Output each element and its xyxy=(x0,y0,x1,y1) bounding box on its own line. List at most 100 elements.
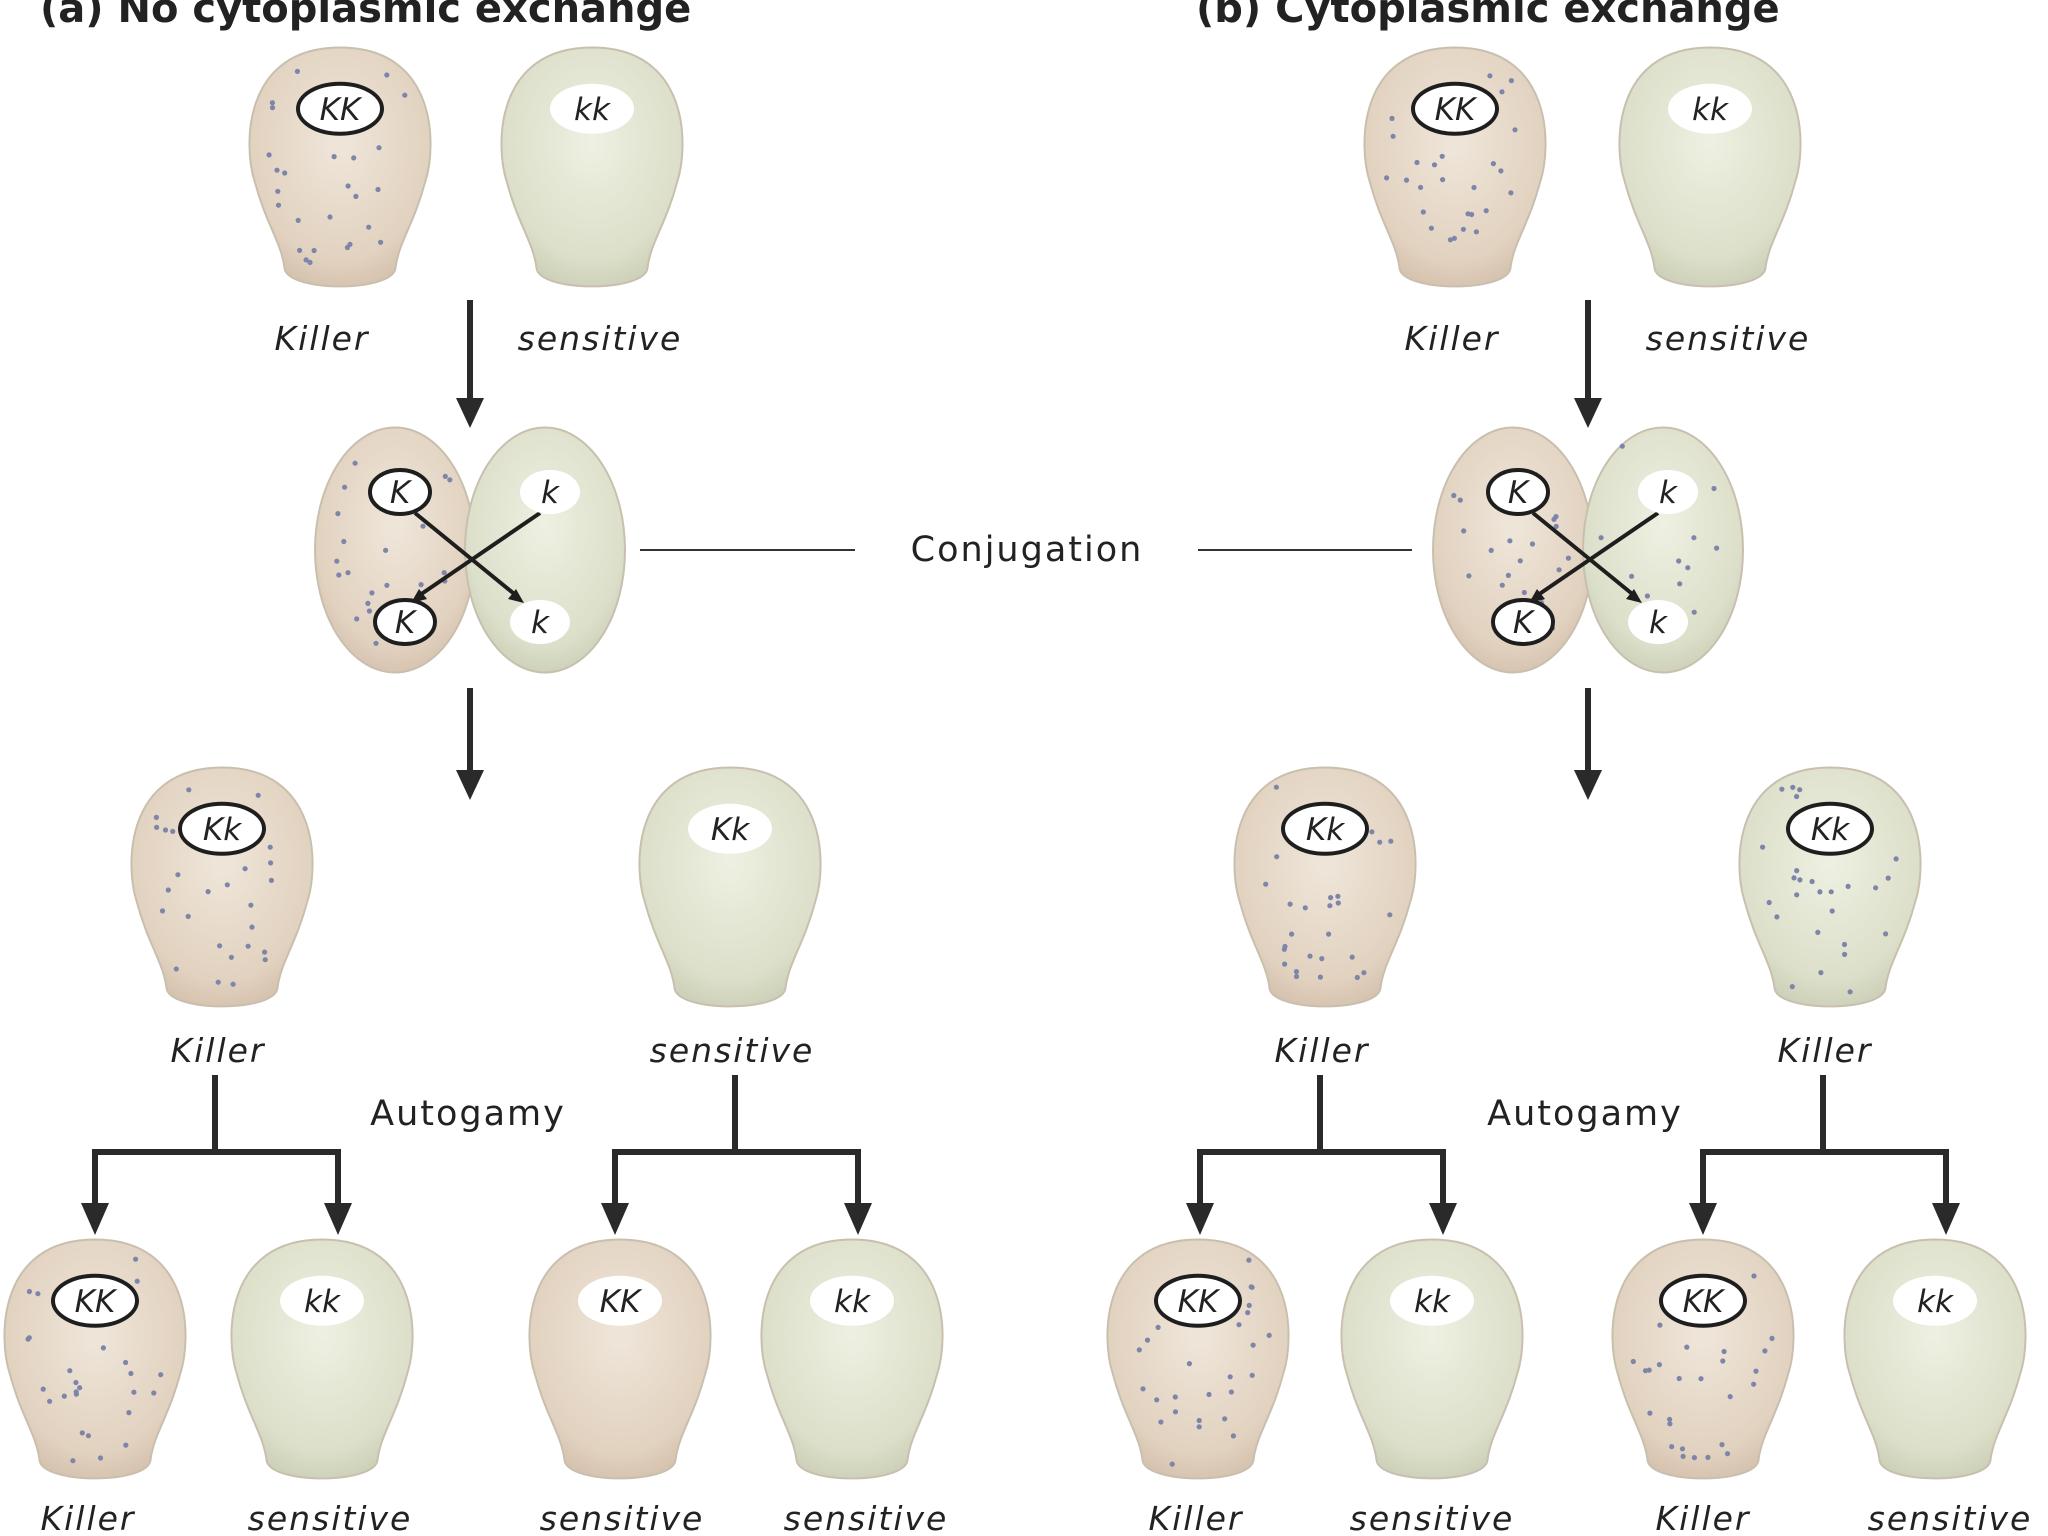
kappa-particle xyxy=(351,155,357,161)
cell-body xyxy=(1738,766,1922,1008)
kappa-particle xyxy=(1471,184,1477,191)
kappa-particle xyxy=(1461,528,1467,534)
kappa-particle xyxy=(1222,1416,1228,1422)
kappa-particle xyxy=(1282,961,1288,967)
genotype-label: kk xyxy=(1692,92,1729,128)
macronucleus xyxy=(1281,801,1369,856)
kappa-particle xyxy=(303,257,309,263)
autogamy-a3-label: sensitive xyxy=(540,1499,705,1536)
kappa-particle xyxy=(1508,190,1514,196)
kappa-particle xyxy=(153,814,159,821)
kappa-particle xyxy=(1431,162,1438,168)
kappa-particle xyxy=(1794,892,1800,898)
kappa-particle xyxy=(230,981,236,987)
kappa-particle xyxy=(1293,969,1299,975)
kappa-particle xyxy=(1293,973,1300,980)
macronucleus xyxy=(578,1275,662,1326)
kappa-particle xyxy=(1245,1310,1251,1316)
genotype-label: k xyxy=(1649,605,1668,641)
kappa-particle xyxy=(1818,970,1824,976)
kappa-particle xyxy=(1263,881,1269,887)
kappa-particle xyxy=(418,582,424,588)
kappa-particle xyxy=(1691,609,1697,615)
kappa-particle xyxy=(1521,589,1527,596)
genotype-label: Kk xyxy=(203,812,242,848)
parent-cell-sensitive-b: kk xyxy=(1618,46,1802,288)
kappa-particle xyxy=(1420,209,1426,215)
kappa-particle xyxy=(1721,1348,1727,1355)
kappa-particle xyxy=(1451,235,1457,241)
cell-body xyxy=(3,1238,187,1480)
kappa-particle xyxy=(97,1455,104,1461)
kappa-particle xyxy=(378,239,384,245)
branch-a-left-head1 xyxy=(81,1203,109,1235)
autogamy-b2-label: sensitive xyxy=(1350,1499,1515,1536)
kappa-particle xyxy=(1815,929,1821,936)
autogamy-label-a: Autogamy xyxy=(370,1094,566,1134)
kappa-particle xyxy=(1354,974,1360,981)
autogamy-b1-label: Killer xyxy=(1148,1499,1243,1536)
kappa-particle xyxy=(224,882,230,888)
autogamy-label-b: Autogamy xyxy=(1487,1094,1683,1134)
kappa-particle xyxy=(1335,893,1341,899)
kappa-particle xyxy=(1727,1394,1733,1400)
kappa-particle xyxy=(47,1398,53,1404)
exconjugant-1-label: Killer xyxy=(170,1031,265,1070)
kappa-particle xyxy=(1228,1389,1234,1395)
cell-body xyxy=(248,46,432,288)
kappa-particle xyxy=(1418,184,1424,190)
kappa-particle xyxy=(1326,931,1332,937)
branch-b-left-head1 xyxy=(1186,1203,1214,1235)
kappa-particle xyxy=(1440,177,1446,183)
kappa-particle xyxy=(1490,161,1496,167)
kappa-particle xyxy=(266,152,272,158)
kappa-particle xyxy=(342,484,348,490)
kappa-particle xyxy=(294,68,300,74)
kappa-particle xyxy=(1390,133,1396,139)
genotype-label: kk xyxy=(304,1284,341,1320)
kappa-particle xyxy=(1384,175,1390,181)
genotype-label: k xyxy=(1659,475,1678,511)
macronucleus xyxy=(178,801,266,856)
panel-a-title: (a) No cytoplasmic exchange xyxy=(40,0,691,32)
macronucleus xyxy=(1628,600,1688,644)
panel-b-title: (b) Cytoplasmic exchange xyxy=(1196,0,1780,32)
kappa-particle xyxy=(1447,237,1453,243)
kappa-particle xyxy=(1250,1342,1256,1348)
kappa-particle xyxy=(336,572,342,578)
kappa-particle xyxy=(366,608,372,614)
arrow-head-2 xyxy=(456,770,484,800)
kappa-particle xyxy=(1349,954,1355,960)
kappa-particle xyxy=(165,887,171,893)
kappa-particle xyxy=(1414,159,1420,166)
autogamy-a4-label: sensitive xyxy=(784,1499,949,1536)
kappa-particle xyxy=(447,477,453,483)
kappa-particle xyxy=(1791,875,1797,881)
kappa-particle xyxy=(295,217,301,223)
kappa-particle xyxy=(123,1442,129,1448)
kappa-particle xyxy=(345,570,351,576)
kappa-particle xyxy=(249,924,255,930)
kappa-particle xyxy=(344,244,350,251)
exconjugant-b2-label: Killer xyxy=(1777,1031,1872,1070)
kappa-particle xyxy=(162,827,169,833)
kappa-particle xyxy=(402,92,408,98)
kappa-particle xyxy=(1769,1335,1775,1341)
autogamy-cell-a3: KK xyxy=(528,1238,712,1480)
kappa-particle xyxy=(126,1410,132,1416)
kappa-particle xyxy=(1676,558,1682,564)
kappa-particle xyxy=(1829,908,1835,914)
kappa-particle xyxy=(1629,573,1635,579)
kappa-particle xyxy=(1809,878,1815,885)
exchange-arrow xyxy=(413,511,520,599)
kappa-particle xyxy=(1140,1386,1146,1392)
cell-body xyxy=(230,1238,414,1480)
kappa-particle xyxy=(1529,541,1536,547)
genotype-label: kk xyxy=(1414,1284,1451,1320)
kappa-particle xyxy=(1797,877,1803,883)
autogamy-b3-label: Killer xyxy=(1655,1499,1750,1536)
kappa-particle xyxy=(1287,901,1293,907)
kappa-particle xyxy=(1556,567,1562,573)
